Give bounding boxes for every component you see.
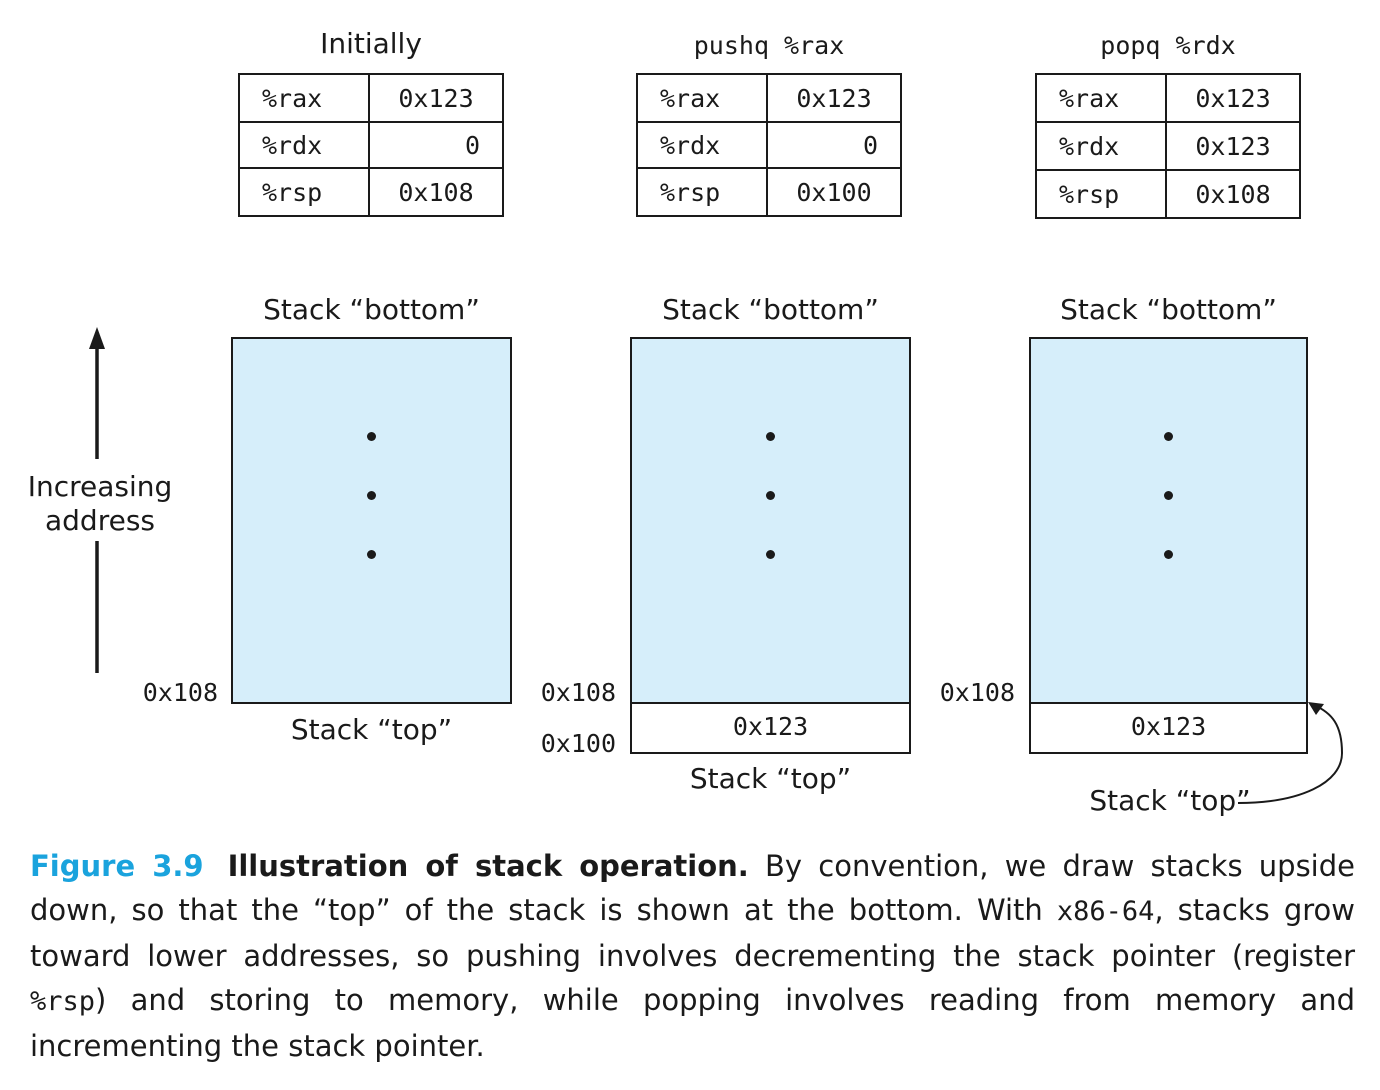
register-table-pushq: %rax 0x123 %rdx 0 %rsp 0x100 <box>636 73 902 217</box>
register-value: 0x100 <box>766 167 902 217</box>
register-value: 0x123 <box>368 73 504 123</box>
caption-text: By convention, we draw stacks upside dow… <box>30 849 1355 927</box>
stack-top-label: Stack “top” <box>1089 784 1251 817</box>
register-value: 0x123 <box>1165 121 1301 171</box>
stack-cell: 0x123 <box>1029 702 1308 754</box>
register-name: %rdx <box>238 121 370 169</box>
caption-text: ) and storing to memory, while popping i… <box>30 983 1355 1063</box>
stack-memory-block <box>231 337 512 704</box>
stack-cell: 0x123 <box>630 702 911 754</box>
ellipsis-dot <box>1164 432 1173 441</box>
register-value: 0x108 <box>368 167 504 217</box>
column-title-popq: popq %rdx <box>1100 31 1236 60</box>
ellipsis-dot <box>367 432 376 441</box>
stack-top-label: Stack “top” <box>689 762 852 795</box>
register-name: %rax <box>636 73 768 123</box>
ellipsis-dot <box>766 491 775 500</box>
stack-bottom-label: Stack “bottom” <box>263 293 480 326</box>
stack-bottom-label: Stack “bottom” <box>1060 293 1277 326</box>
ellipsis-dot <box>1164 491 1173 500</box>
register-row: %rax 0x123 <box>636 73 902 123</box>
register-name: %rsp <box>238 167 370 217</box>
register-name: %rax <box>238 73 370 123</box>
column-title-pushq: pushq %rax <box>693 31 845 60</box>
ellipsis-dot <box>1164 550 1173 559</box>
register-name: %rsp <box>1035 169 1167 219</box>
register-table-popq: %rax 0x123 %rdx 0x123 %rsp 0x108 <box>1035 73 1301 219</box>
ellipsis-dot <box>367 491 376 500</box>
register-row: %rdx 0x123 <box>1035 121 1301 171</box>
register-value: 0x123 <box>766 73 902 123</box>
register-row: %rsp 0x108 <box>1035 169 1301 219</box>
register-table-initially: %rax 0x123 %rdx 0 %rsp 0x108 <box>238 73 504 217</box>
stack-top-label: Stack “top” <box>290 713 453 746</box>
register-value: 0 <box>368 121 504 169</box>
ellipsis-dot <box>766 550 775 559</box>
address-label: 0x108 <box>540 678 616 707</box>
register-row: %rsp 0x108 <box>238 167 504 217</box>
address-label: 0x108 <box>142 678 218 707</box>
register-row: %rdx 0 <box>636 121 902 169</box>
address-label: 0x100 <box>540 729 616 758</box>
register-row: %rax 0x123 <box>238 73 504 123</box>
register-row: %rdx 0 <box>238 121 504 169</box>
register-name: %rsp <box>636 167 768 217</box>
stack-top-pointer-arrow-icon <box>1237 702 1344 804</box>
register-value: 0 <box>766 121 902 169</box>
stack-memory-block <box>630 337 911 704</box>
register-row: %rsp 0x100 <box>636 167 902 217</box>
figure-number: Figure 3.9 <box>30 849 204 883</box>
stack-memory-block <box>1029 337 1308 704</box>
column-title-initially: Initially <box>320 27 422 60</box>
ellipsis-dot <box>766 432 775 441</box>
register-name: %rdx <box>1035 121 1167 171</box>
ellipsis-dot <box>367 550 376 559</box>
register-name: %rdx <box>636 121 768 169</box>
caption-code: x86-64 <box>1056 896 1155 927</box>
register-name: %rax <box>1035 73 1167 123</box>
increasing-address-arrow-icon <box>89 327 105 673</box>
register-value: 0x123 <box>1165 73 1301 123</box>
figure-caption: Figure 3.9 Illustration of stack operatio… <box>30 844 1355 1068</box>
axis-label-address: address <box>44 504 155 537</box>
axis-label-increasing: Increasing <box>27 470 173 503</box>
caption-code: %rsp <box>30 986 96 1017</box>
register-value: 0x108 <box>1165 169 1301 219</box>
stack-bottom-label: Stack “bottom” <box>662 293 879 326</box>
register-row: %rax 0x123 <box>1035 73 1301 123</box>
address-label: 0x108 <box>939 678 1015 707</box>
figure-title: Illustration of stack operation. <box>227 849 749 883</box>
caption-text: , stacks grow toward lower addresses, so… <box>30 893 1355 973</box>
